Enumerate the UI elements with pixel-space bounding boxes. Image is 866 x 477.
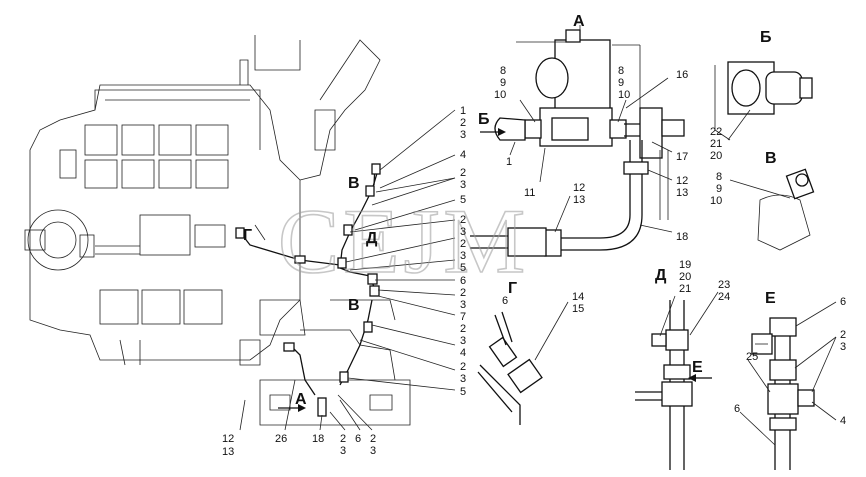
view-label-d: Д xyxy=(655,267,667,284)
view-label-g-left: Г xyxy=(243,227,252,244)
callout: 3 xyxy=(460,373,466,385)
callout: 8 xyxy=(500,65,506,77)
callout: 5 xyxy=(460,386,466,398)
view-label-b-arrow: Б xyxy=(478,111,490,128)
left-leaders xyxy=(239,109,456,431)
callout: 16 xyxy=(676,69,688,81)
callout: 9 xyxy=(618,77,624,89)
callout: 23 xyxy=(718,279,730,291)
callout: 12 xyxy=(676,175,688,187)
callout: 3 xyxy=(460,250,466,262)
view-a-valve xyxy=(470,25,685,257)
callout: 13 xyxy=(222,446,234,458)
view-label-a: А xyxy=(573,13,585,30)
view-label-v-lower: В xyxy=(348,297,360,314)
callout: 2 xyxy=(340,433,346,445)
callout: 14 xyxy=(572,291,584,303)
callout: 9 xyxy=(500,77,506,89)
callout: 3 xyxy=(370,445,376,457)
callout: 8 xyxy=(618,65,624,77)
callout: 9 xyxy=(716,183,722,195)
view-d-detail xyxy=(635,291,719,470)
callout: 6 xyxy=(460,275,466,287)
callout: 19 xyxy=(679,259,691,271)
callout: 20 xyxy=(710,150,722,162)
callout: 3 xyxy=(460,226,466,238)
callout: 6 xyxy=(502,295,508,307)
engine-hoses xyxy=(235,163,381,417)
callout: 17 xyxy=(676,151,688,163)
callout: 10 xyxy=(618,89,630,101)
view-arrows xyxy=(278,128,712,412)
callout: 6 xyxy=(840,296,846,308)
callout: 6 xyxy=(355,433,361,445)
view-label-g: Г xyxy=(508,280,517,297)
callout: 3 xyxy=(460,179,466,191)
callout: 25 xyxy=(746,351,758,363)
callout: 5 xyxy=(460,262,466,274)
view-label-b: Б xyxy=(760,29,772,46)
callout: 2 xyxy=(460,214,466,226)
callout: 2 xyxy=(460,323,466,335)
callout: 5 xyxy=(460,194,466,206)
callout: 22 xyxy=(710,126,722,138)
callout: 2 xyxy=(460,238,466,250)
callout: 2 xyxy=(370,433,376,445)
callout: 20 xyxy=(679,271,691,283)
callout: 10 xyxy=(710,195,722,207)
callout: 13 xyxy=(676,187,688,199)
callout: 10 xyxy=(494,89,506,101)
callout: 2 xyxy=(840,329,846,341)
watermark-text: CEJM xyxy=(278,190,529,292)
callout: 7 xyxy=(460,311,466,323)
callout: 3 xyxy=(340,445,346,457)
callout: 26 xyxy=(275,433,287,445)
view-v-detail xyxy=(729,168,815,251)
callout: 1 xyxy=(506,156,512,168)
callout: 6 xyxy=(734,403,740,415)
callout: 2 xyxy=(460,167,466,179)
callout: 3 xyxy=(460,129,466,141)
view-label-d-left: Д xyxy=(366,230,378,247)
callout: 3 xyxy=(460,299,466,311)
view-label-v: В xyxy=(765,150,777,167)
view-label-v-upper: В xyxy=(348,175,360,192)
callout: 21 xyxy=(679,283,691,295)
view-label-e: Е xyxy=(765,290,776,307)
callout: 11 xyxy=(524,187,535,199)
callout: 1 xyxy=(460,105,466,117)
engine-assembly xyxy=(24,35,411,426)
view-b-detail xyxy=(714,61,813,141)
callout: 18 xyxy=(312,433,324,445)
callout: 3 xyxy=(840,341,846,353)
callout: 13 xyxy=(573,194,585,206)
view-label-e-arrow: Е xyxy=(692,359,703,376)
callout: 4 xyxy=(460,347,466,359)
callout: 24 xyxy=(718,291,730,303)
callout: 2 xyxy=(460,117,466,129)
callout: 4 xyxy=(840,415,846,427)
callout: 3 xyxy=(460,335,466,347)
callout: 2 xyxy=(460,361,466,373)
view-g-detail xyxy=(477,301,569,425)
callout: 4 xyxy=(460,149,466,161)
callout: 21 xyxy=(710,138,722,150)
callout: 18 xyxy=(676,231,688,243)
callout: 15 xyxy=(572,303,584,315)
callout: 12 xyxy=(573,182,585,194)
callout: 2 xyxy=(460,287,466,299)
view-label-a-bottom: А xyxy=(295,391,307,408)
callout: 8 xyxy=(716,171,722,183)
callout: 12 xyxy=(222,433,234,445)
view-e-detail xyxy=(739,301,837,470)
